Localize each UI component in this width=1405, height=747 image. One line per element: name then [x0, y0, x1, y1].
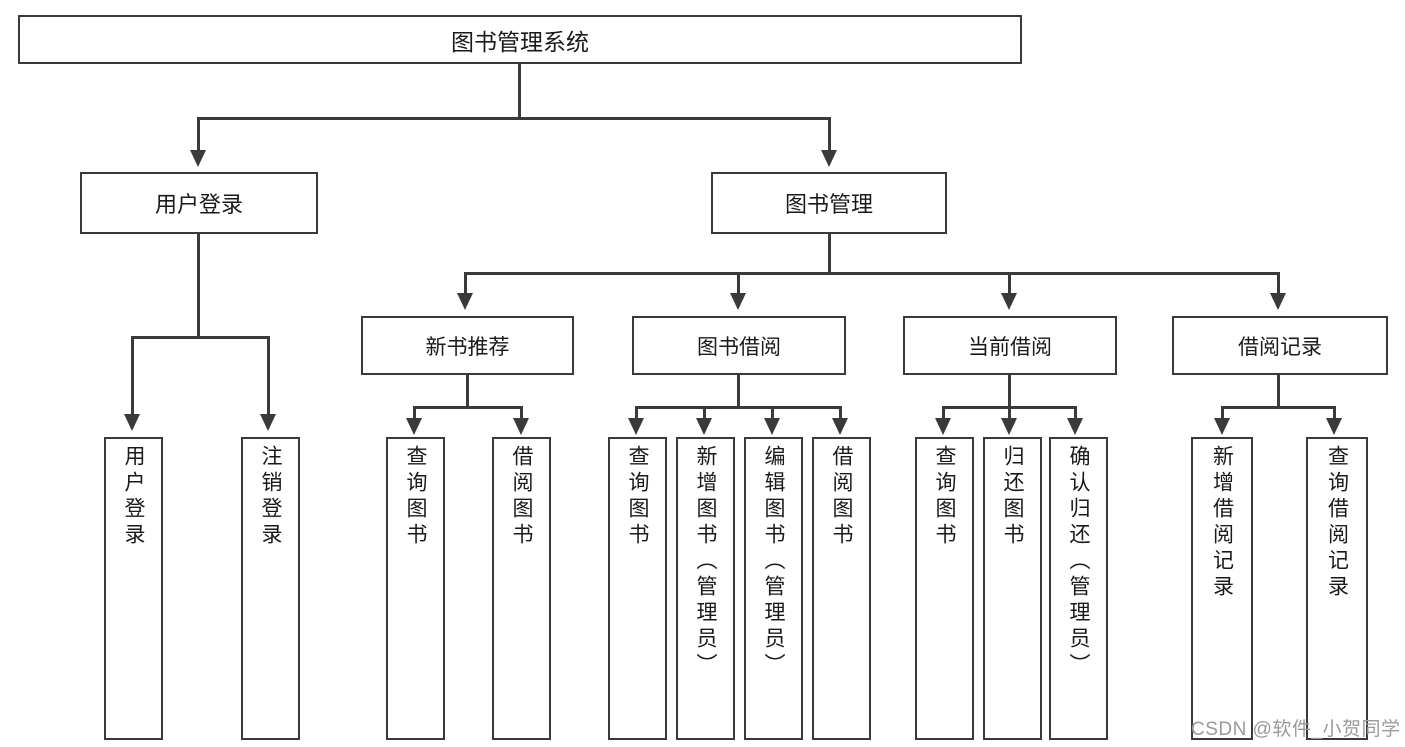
node-book-manage[interactable]: 图书管理	[711, 172, 947, 234]
node-label: 查询图书	[933, 445, 956, 549]
node-label: 编辑图书（管理员）	[762, 445, 785, 679]
edge-new-book-to-leaf-1	[413, 406, 416, 420]
node-label: 查询借阅记录	[1325, 445, 1349, 601]
node-leaf-query-book-2[interactable]: 查询图书	[608, 437, 667, 740]
edge-borrow-record-stem	[1277, 375, 1280, 408]
edge-book-borrow-to-leaf-3	[771, 406, 774, 420]
node-leaf-add-borrow-record[interactable]: 新增借阅记录	[1191, 437, 1253, 740]
arrowhead-leaf-logout-login	[260, 414, 276, 431]
arrowhead-new-book-recommend	[457, 293, 473, 310]
node-label: 归还图书	[1001, 445, 1024, 549]
node-leaf-add-book-admin[interactable]: 新增图书（管理员）	[676, 437, 735, 740]
arrowhead-leaf-add-borrow-rec	[1214, 418, 1230, 435]
arrowhead-leaf-borrow-book-2	[832, 418, 848, 435]
node-label: 查询图书	[404, 445, 427, 549]
edge-book-borrow-stem	[737, 375, 740, 408]
edge-user-login-bus	[131, 336, 267, 339]
csdn-watermark: CSDN @软件_小贺同学	[1191, 719, 1401, 740]
arrowhead-leaf-query-book-2	[628, 418, 644, 435]
arrowhead-leaf-query-book-1	[406, 418, 422, 435]
arrowhead-book-borrow	[730, 293, 746, 310]
edge-root-to-book-manage	[828, 117, 831, 152]
edge-book-manage-to-book-borrow	[737, 272, 740, 295]
edge-borrow-record-to-leaf-1	[1221, 406, 1224, 420]
arrowhead-leaf-query-borrow-rec	[1326, 418, 1342, 435]
edge-current-borrow-to-leaf-1	[942, 406, 945, 420]
arrowhead-leaf-add-book-admin	[696, 418, 712, 435]
edge-root-bus	[197, 117, 831, 120]
arrowhead-leaf-confirm-return	[1067, 418, 1083, 435]
node-label: 当前借阅	[968, 335, 1052, 359]
node-label: 借阅图书	[830, 445, 853, 549]
node-label: 用户登录	[154, 192, 243, 217]
node-label: 新增借阅记录	[1210, 445, 1234, 601]
edge-current-borrow-stem	[1008, 375, 1011, 408]
edge-root-stem	[518, 64, 521, 117]
node-leaf-borrow-book-1[interactable]: 借阅图书	[492, 437, 551, 740]
node-label: 借阅图书	[510, 445, 533, 549]
node-leaf-borrow-book-2[interactable]: 借阅图书	[812, 437, 871, 740]
edge-book-manage-bus	[464, 272, 1280, 275]
edge-borrow-record-to-leaf-2	[1333, 406, 1336, 420]
arrowhead-borrow-record	[1270, 293, 1286, 310]
edge-new-book-bus	[413, 406, 523, 409]
node-label: 新书推荐	[425, 335, 510, 359]
node-leaf-logout-login[interactable]: 注销登录	[241, 437, 300, 740]
arrowhead-leaf-user-login	[124, 414, 140, 431]
node-user-login[interactable]: 用户登录	[80, 172, 318, 234]
node-leaf-return-book[interactable]: 归还图书	[983, 437, 1042, 740]
edge-new-book-to-leaf-2	[520, 406, 523, 420]
node-leaf-user-login[interactable]: 用户登录	[104, 437, 163, 740]
node-label: 用户登录	[122, 445, 145, 549]
arrowhead-leaf-query-book-3	[935, 418, 951, 435]
node-current-borrow[interactable]: 当前借阅	[903, 316, 1117, 375]
node-leaf-query-book-1[interactable]: 查询图书	[386, 437, 445, 740]
arrowhead-current-borrow	[1001, 293, 1017, 310]
edge-book-borrow-to-leaf-2	[703, 406, 706, 420]
node-book-borrow[interactable]: 图书借阅	[632, 316, 846, 375]
node-label: 确认归还（管理员）	[1067, 445, 1090, 679]
edge-book-manage-to-current-borrow	[1008, 272, 1011, 295]
arrowhead-leaf-return-book	[1001, 418, 1017, 435]
edge-new-book-stem	[466, 375, 469, 408]
edge-user-login-to-leaf-2	[267, 336, 270, 416]
edge-book-borrow-to-leaf-4	[839, 406, 842, 420]
edge-book-manage-stem	[828, 234, 831, 274]
edge-book-manage-to-borrow-record	[1277, 272, 1280, 295]
edge-current-borrow-to-leaf-3	[1074, 406, 1077, 420]
node-new-book-recommend[interactable]: 新书推荐	[361, 316, 574, 375]
edge-book-borrow-to-leaf-1	[635, 406, 638, 420]
node-label: 图书借阅	[697, 335, 781, 359]
node-label: 图书管理系统	[451, 28, 589, 55]
node-borrow-record[interactable]: 借阅记录	[1172, 316, 1388, 375]
node-label: 注销登录	[259, 445, 282, 549]
arrowhead-leaf-edit-book-admin	[764, 418, 780, 435]
edge-user-login-stem	[197, 234, 200, 338]
edge-user-login-to-leaf-1	[131, 336, 134, 416]
node-book-management-system[interactable]: 图书管理系统	[18, 15, 1022, 64]
node-label: 借阅记录	[1238, 335, 1322, 359]
node-label: 图书管理	[784, 192, 873, 217]
node-leaf-query-book-3[interactable]: 查询图书	[915, 437, 974, 740]
node-label: 查询图书	[626, 445, 649, 549]
edge-borrow-record-bus	[1221, 406, 1336, 409]
edge-book-borrow-bus	[635, 406, 841, 409]
node-leaf-query-borrow-record[interactable]: 查询借阅记录	[1306, 437, 1368, 740]
arrowhead-user-login	[190, 150, 206, 167]
node-leaf-confirm-return[interactable]: 确认归还（管理员）	[1049, 437, 1108, 740]
edge-book-manage-to-new-book	[464, 272, 467, 295]
arrowhead-leaf-borrow-book-1	[513, 418, 529, 435]
node-label: 新增图书（管理员）	[694, 445, 717, 679]
node-leaf-edit-book-admin[interactable]: 编辑图书（管理员）	[744, 437, 803, 740]
edge-root-to-user-login	[197, 117, 200, 152]
arrowhead-book-manage	[821, 150, 837, 167]
edge-current-borrow-to-leaf-2	[1008, 406, 1011, 420]
